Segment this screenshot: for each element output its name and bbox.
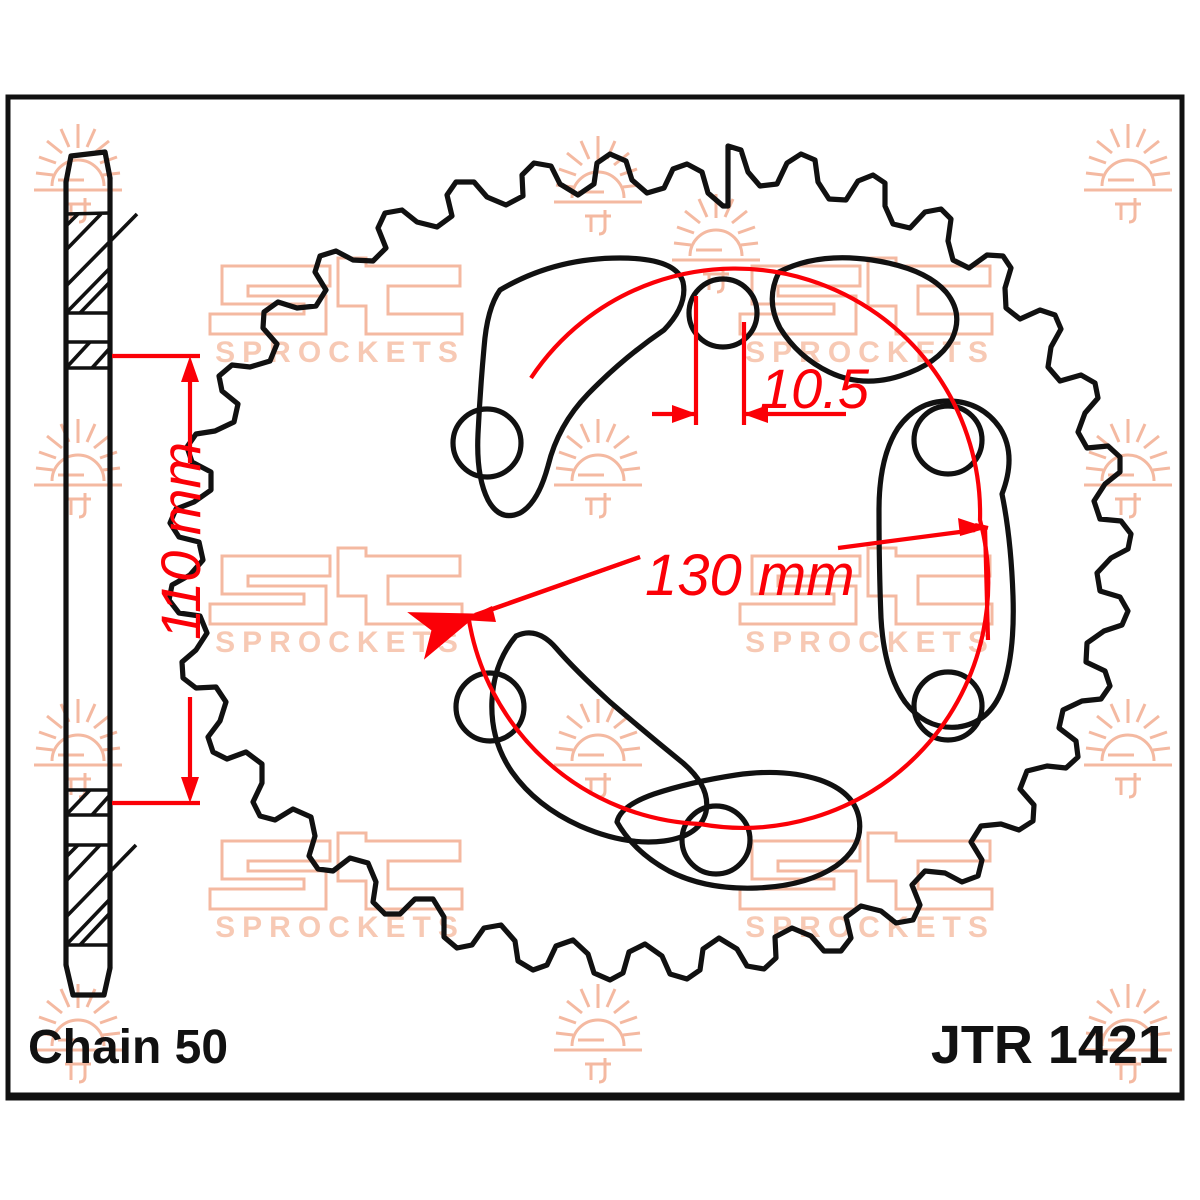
bolt-hole-right bbox=[911, 403, 985, 477]
bolt-hole-top bbox=[686, 276, 760, 350]
bolt-hole-bottom bbox=[679, 803, 753, 877]
dimension-110mm bbox=[112, 353, 200, 806]
bolt-hole-lower-left bbox=[453, 670, 527, 744]
dimension-130mm bbox=[407, 266, 991, 830]
hatch-upper bbox=[64, 212, 139, 315]
bolt-circle-arc bbox=[465, 266, 991, 830]
bolt-hole-left bbox=[450, 406, 524, 480]
hatch-lower-band bbox=[64, 788, 112, 817]
part-number-label: JTR 1421 bbox=[931, 1015, 1168, 1075]
bolt-holes bbox=[450, 276, 985, 877]
dimension-label-130mm: 130 mm bbox=[645, 543, 855, 608]
hatch-upper-band bbox=[64, 340, 112, 370]
dimension-label-110mm: 110 mm bbox=[149, 442, 212, 640]
side-profile-view bbox=[63, 149, 139, 998]
bolt-hole-lower-right bbox=[911, 669, 985, 743]
sprocket-face-view bbox=[166, 143, 1134, 983]
dimension-10-5 bbox=[652, 296, 846, 425]
drawing-frame bbox=[5, 94, 1185, 1101]
chain-label: Chain 50 bbox=[28, 1021, 228, 1074]
dimension-label-10-5: 10.5 bbox=[760, 357, 870, 420]
hatch-lower bbox=[64, 843, 138, 947]
